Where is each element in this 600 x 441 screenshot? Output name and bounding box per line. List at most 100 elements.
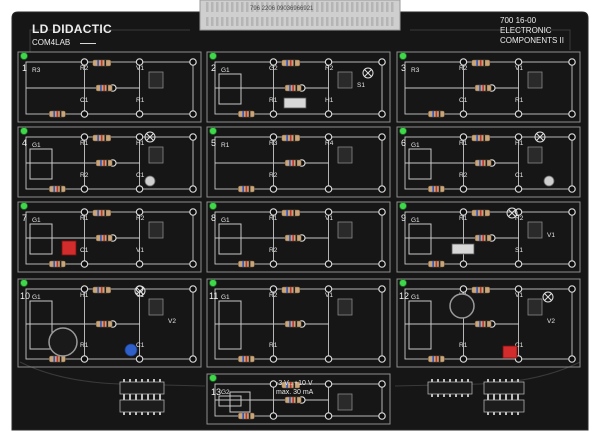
resistor-bottom [428, 355, 445, 363]
socket-bottom-1[interactable] [324, 110, 333, 118]
socket-bottom-2[interactable] [378, 185, 386, 193]
socket-bottom-1[interactable] [514, 260, 523, 268]
socket-top-1[interactable] [324, 58, 333, 66]
socket-top-0[interactable] [269, 58, 278, 66]
socket-top-1[interactable] [135, 208, 144, 216]
resistor-bottom [238, 355, 255, 363]
panel-number-5: 5 [211, 138, 217, 148]
socket-bottom-0[interactable] [269, 412, 278, 420]
socket-top-2[interactable] [378, 58, 386, 66]
socket-bottom-2[interactable] [378, 110, 386, 118]
socket-top-2[interactable] [568, 58, 576, 66]
socket-top-1[interactable] [324, 133, 333, 141]
socket-bottom-1[interactable] [135, 185, 144, 193]
socket-bottom-2[interactable] [189, 355, 197, 363]
socket-top-0[interactable] [269, 380, 278, 388]
socket-top-1[interactable] [324, 380, 333, 388]
slide-switch-s1[interactable] [283, 97, 307, 109]
socket-bottom-0[interactable] [80, 260, 89, 268]
potentiometer-knob[interactable] [48, 327, 78, 357]
socket-top-0[interactable] [269, 208, 278, 216]
socket-top-0[interactable] [269, 285, 278, 293]
socket-top-2[interactable] [189, 133, 197, 141]
potentiometer-knob-panel-12[interactable] [449, 293, 475, 319]
socket-top-2[interactable] [378, 380, 386, 388]
socket-bottom-0[interactable] [269, 185, 278, 193]
socket-top-1[interactable] [324, 208, 333, 216]
socket-bottom-0[interactable] [80, 110, 89, 118]
socket-bottom-2[interactable] [189, 260, 197, 268]
panel-frame [206, 278, 391, 368]
socket-bottom-2[interactable] [378, 355, 386, 363]
socket-top-0[interactable] [80, 285, 89, 293]
socket-top-1[interactable] [135, 133, 144, 141]
component-label-r2: R2 [459, 65, 468, 72]
edge-connector[interactable] [199, 0, 401, 31]
socket-bottom-2[interactable] [189, 185, 197, 193]
socket-bottom-0[interactable] [269, 260, 278, 268]
socket-top-1[interactable] [135, 58, 144, 66]
socket-bottom-1[interactable] [324, 355, 333, 363]
socket-bottom-2[interactable] [378, 412, 386, 420]
socket-bottom-1[interactable] [135, 355, 144, 363]
socket-top-0[interactable] [459, 208, 468, 216]
socket-bottom-1[interactable] [135, 260, 144, 268]
panel-number-12: 12 [399, 291, 410, 301]
panel-frame [396, 51, 581, 123]
socket-top-0[interactable] [459, 58, 468, 66]
socket-top-2[interactable] [568, 208, 576, 216]
socket-top-1[interactable] [514, 285, 523, 293]
socket-bottom-1[interactable] [135, 110, 144, 118]
socket-top-1[interactable] [514, 133, 523, 141]
socket-top-2[interactable] [189, 58, 197, 66]
socket-top-0[interactable] [269, 133, 278, 141]
socket-bottom-1[interactable] [324, 185, 333, 193]
socket-bottom-2[interactable] [568, 185, 576, 193]
ic-chip-right-3 [483, 397, 525, 415]
resistor-bottom [428, 110, 445, 118]
slide-switch-s1-panel-9[interactable] [451, 243, 475, 255]
socket-top-2[interactable] [189, 285, 197, 293]
red-trimmer-panel-12[interactable] [502, 345, 518, 359]
socket-bottom-1[interactable] [324, 412, 333, 420]
socket-bottom-0[interactable] [459, 185, 468, 193]
socket-bottom-2[interactable] [189, 110, 197, 118]
socket-top-0[interactable] [80, 58, 89, 66]
socket-top-2[interactable] [378, 133, 386, 141]
socket-top-2[interactable] [568, 285, 576, 293]
experiment-panel-9: G1R1H1R2S1V1 [396, 201, 581, 273]
socket-top-0[interactable] [80, 133, 89, 141]
socket-top-2[interactable] [378, 285, 386, 293]
socket-bottom-1[interactable] [514, 110, 523, 118]
socket-top-0[interactable] [459, 285, 468, 293]
component-label-r3: R3 [269, 140, 278, 147]
socket-bottom-0[interactable] [80, 355, 89, 363]
sub-brand-label: COM4LAB [32, 38, 71, 47]
socket-top-2[interactable] [378, 208, 386, 216]
socket-bottom-0[interactable] [80, 185, 89, 193]
red-trimmer[interactable] [61, 240, 77, 256]
socket-bottom-0[interactable] [269, 110, 278, 118]
socket-bottom-0[interactable] [459, 110, 468, 118]
socket-bottom-2[interactable] [568, 355, 576, 363]
lamp-h1-panel-12 [542, 291, 554, 303]
socket-bottom-2[interactable] [568, 260, 576, 268]
socket-bottom-2[interactable] [568, 110, 576, 118]
socket-bottom-0[interactable] [459, 260, 468, 268]
socket-top-0[interactable] [80, 208, 89, 216]
resistor-mid [95, 84, 113, 92]
socket-top-2[interactable] [568, 133, 576, 141]
socket-bottom-2[interactable] [378, 260, 386, 268]
generator-symbol [408, 223, 432, 255]
socket-bottom-1[interactable] [324, 260, 333, 268]
socket-top-0[interactable] [459, 133, 468, 141]
socket-top-2[interactable] [189, 208, 197, 216]
socket-bottom-0[interactable] [459, 355, 468, 363]
socket-top-1[interactable] [324, 285, 333, 293]
socket-top-1[interactable] [514, 58, 523, 66]
resistor-top [281, 286, 301, 294]
socket-bottom-1[interactable] [514, 185, 523, 193]
socket-bottom-0[interactable] [269, 355, 278, 363]
component-label-v2: V2 [168, 318, 176, 325]
